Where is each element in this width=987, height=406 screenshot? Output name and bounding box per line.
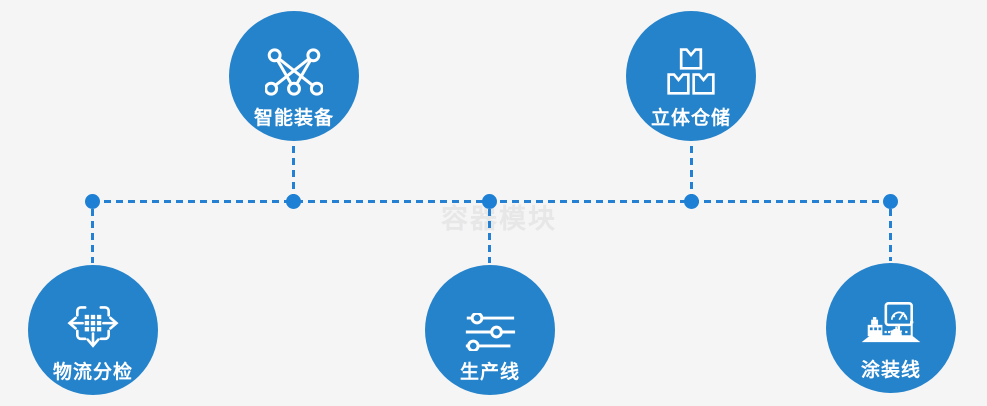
node-label: 生产线 bbox=[459, 362, 520, 383]
junction-dot bbox=[85, 194, 100, 209]
junction-dot bbox=[286, 194, 301, 209]
sliders-icon bbox=[464, 279, 516, 351]
node-label: 物流分检 bbox=[52, 362, 133, 383]
sorting-arrows-icon bbox=[65, 279, 121, 351]
junction-dot bbox=[883, 194, 898, 209]
watermark-text: 容器模块 bbox=[441, 204, 557, 234]
node-production-line[interactable]: 生产线 bbox=[425, 265, 555, 395]
node-label: 涂装线 bbox=[860, 360, 921, 381]
node-label: 立体仓储 bbox=[650, 108, 731, 129]
node-label: 智能装备 bbox=[253, 108, 334, 129]
junction-dot bbox=[482, 194, 497, 209]
node-painting-line[interactable]: 涂装线 bbox=[826, 263, 956, 393]
machine-console-icon bbox=[858, 277, 924, 349]
node-warehouse[interactable]: 立体仓储 bbox=[626, 11, 756, 141]
network-nodes-icon bbox=[265, 25, 323, 97]
node-logistics-sorting[interactable]: 物流分检 bbox=[28, 265, 158, 395]
node-smart-equipment[interactable]: 智能装备 bbox=[229, 11, 359, 141]
connector-vertical-logistics bbox=[91, 209, 94, 263]
connector-vertical-production bbox=[488, 209, 491, 263]
connector-vertical-smart-equipment bbox=[292, 146, 295, 196]
connector-vertical-warehouse bbox=[690, 146, 693, 196]
junction-dot bbox=[684, 194, 699, 209]
connector-vertical-painting bbox=[889, 209, 892, 261]
stacked-boxes-icon bbox=[666, 25, 716, 97]
